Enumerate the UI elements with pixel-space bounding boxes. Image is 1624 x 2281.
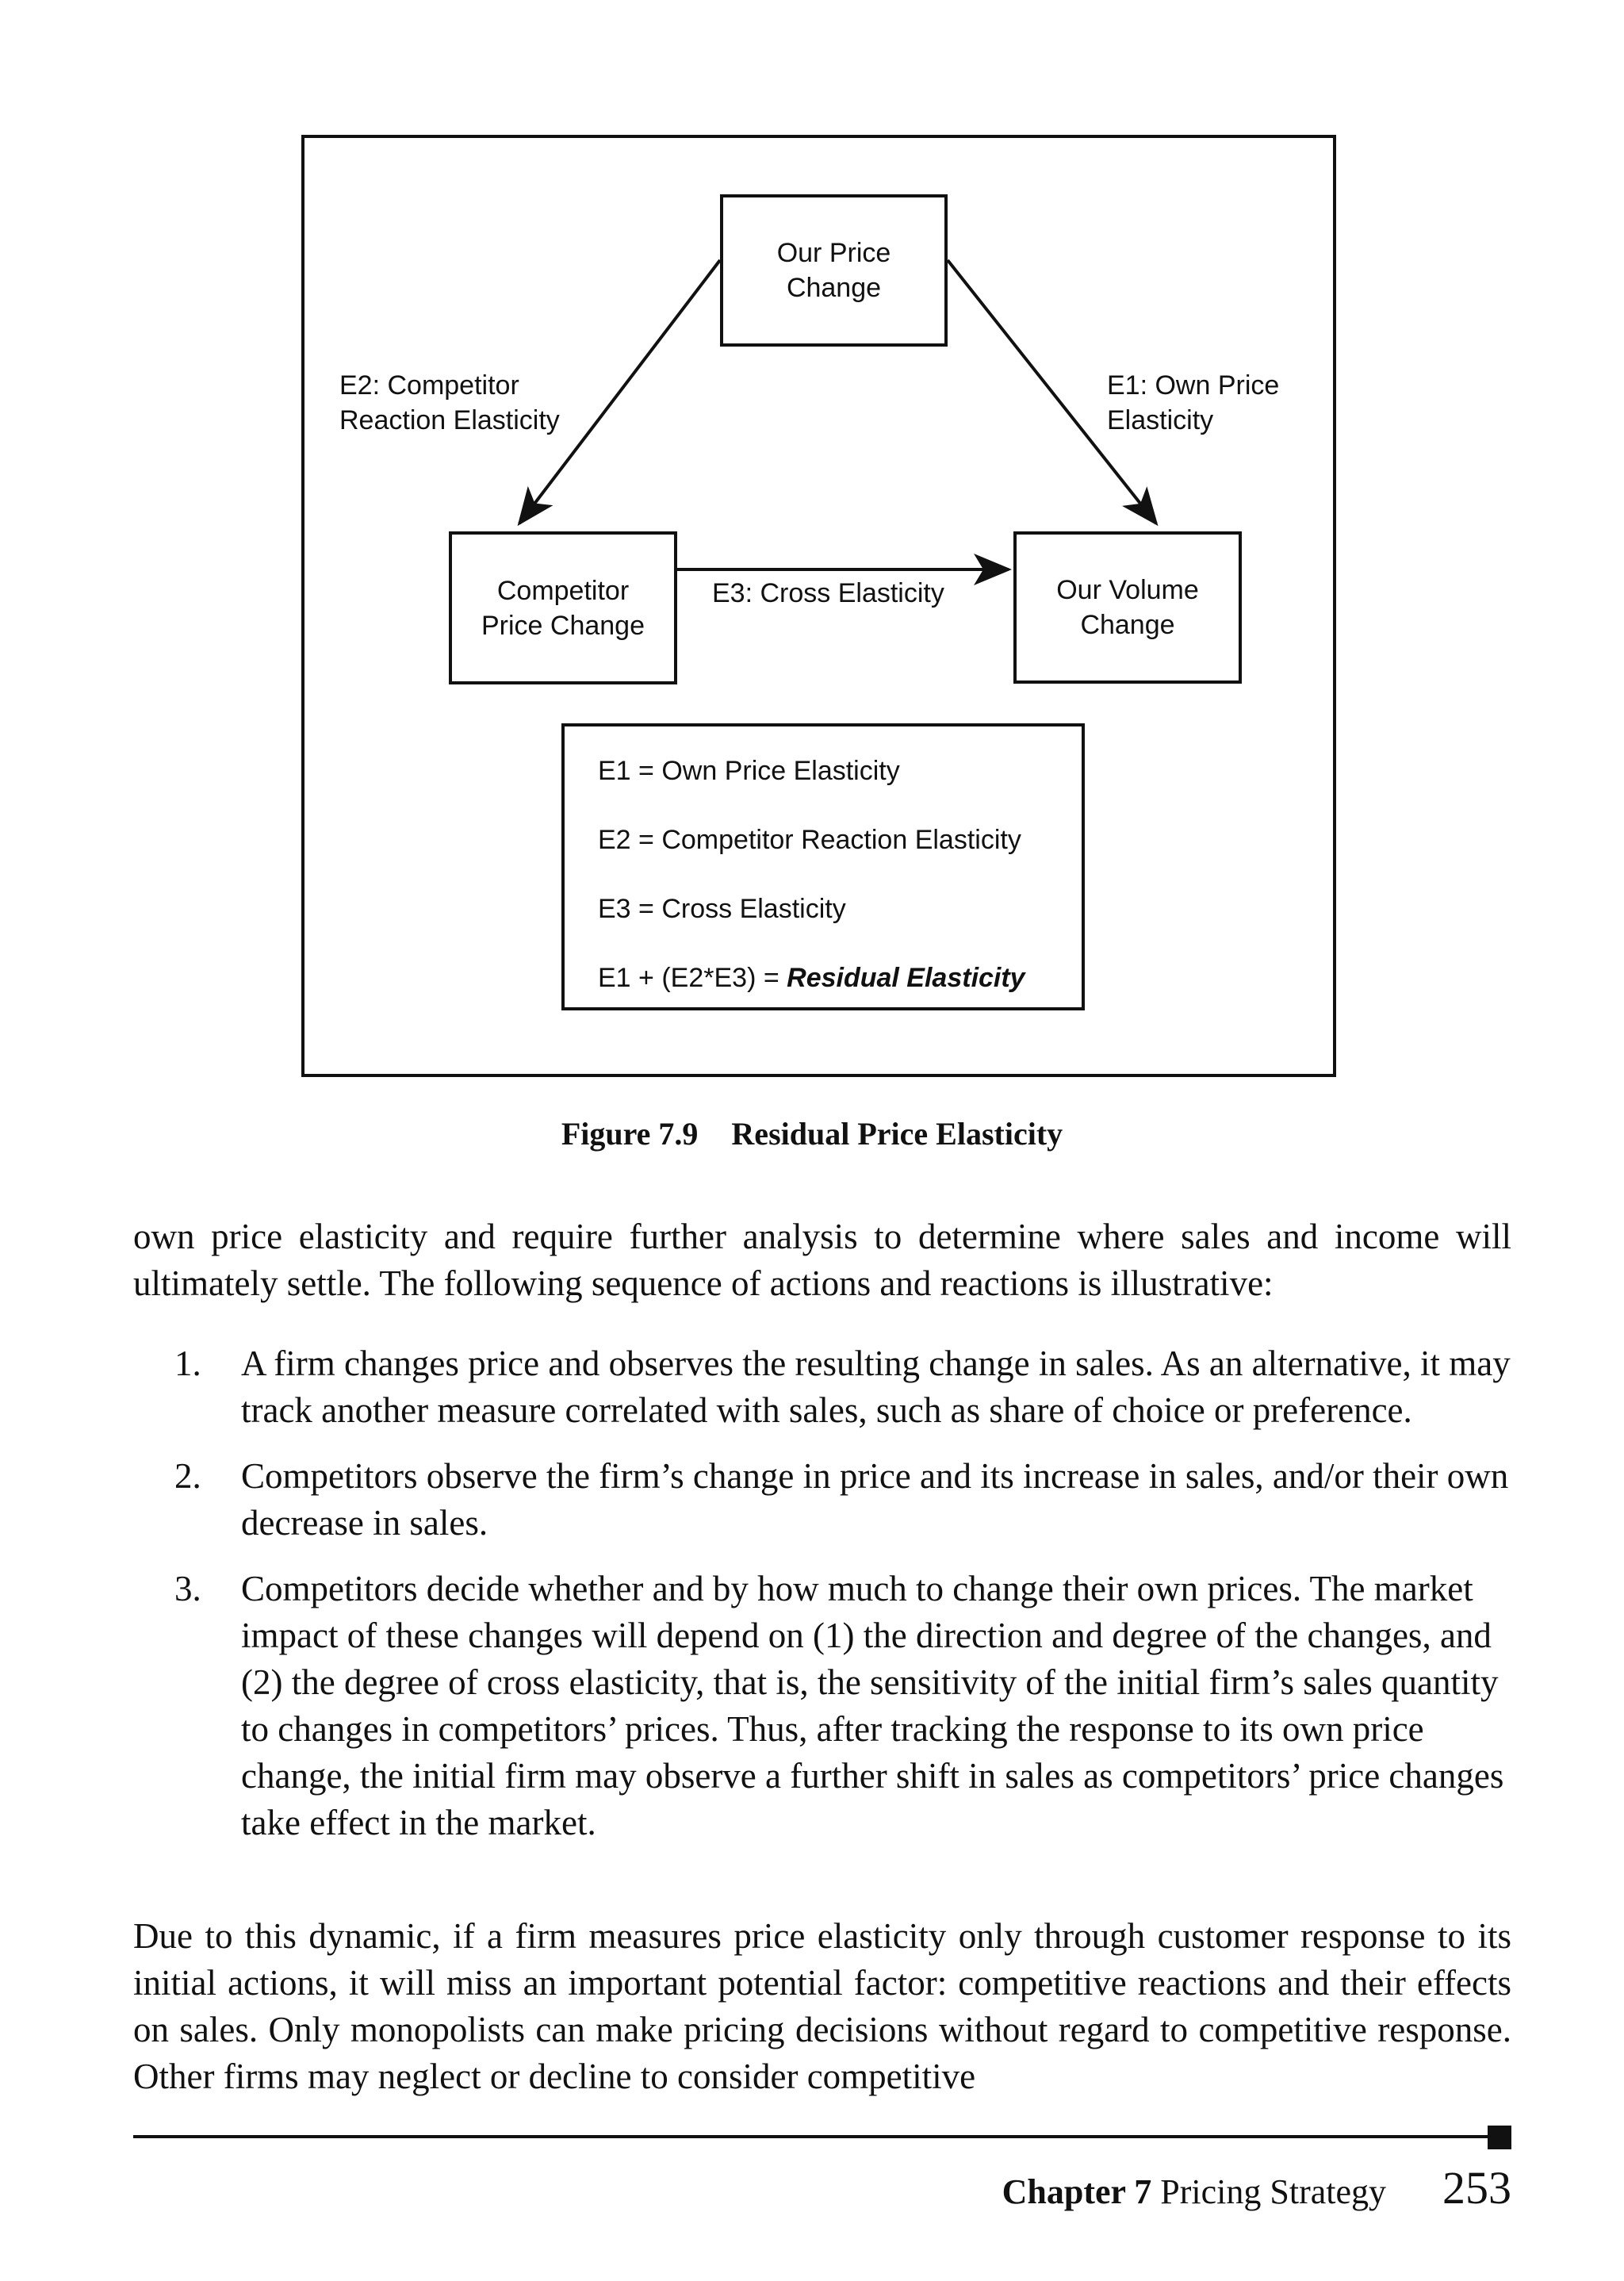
legend-box: E1 = Own Price Elasticity E2 = Competito… — [561, 723, 1085, 1010]
list-text: Competitors observe the firm’s change in… — [241, 1456, 1509, 1543]
edge-label-e2: E2: Competitor Reaction Elasticity — [339, 370, 560, 435]
legend-formula: E1 + (E2*E3) = — [598, 963, 787, 993]
running-footer: Chapter 7 Pricing Strategy 253 — [1002, 2164, 1511, 2217]
arrow-e1 — [946, 259, 1159, 527]
footer-chapter: Chapter 7 — [1002, 2172, 1152, 2211]
list-item: 1. A firm changes price and observes the… — [133, 1340, 1511, 1434]
node-competitor-price-change-label: Competitor Price Change — [481, 575, 645, 641]
figure-number: Figure 7.9 — [561, 1116, 699, 1152]
list-text: Competitors decide whether and by how mu… — [241, 1569, 1504, 1842]
legend-line-e3: E3 = Cross Elasticity — [598, 894, 846, 924]
legend-line-e1: E1 = Own Price Elasticity — [598, 756, 900, 786]
legend-line-residual: E1 + (E2*E3) = Residual Elasticity — [598, 960, 1082, 995]
list-item: 3. Competitors decide whether and by how… — [133, 1566, 1511, 1846]
edge-label-e1: E1: Own Price Elasticity — [1107, 370, 1280, 435]
list-text: A firm changes price and observes the re… — [241, 1344, 1511, 1430]
node-our-price-change: Our Price Change — [720, 194, 948, 347]
diagram-frame — [301, 135, 1336, 1077]
footer-rule — [133, 2135, 1511, 2138]
page-number: 253 — [1442, 2162, 1511, 2214]
edge-label-e3: E3: Cross Elasticity — [712, 578, 944, 608]
list-item: 2. Competitors observe the firm’s change… — [133, 1453, 1511, 1547]
legend-residual-term: Residual Elasticity — [787, 963, 1025, 993]
paragraph-intro: own price elasticity and require further… — [133, 1217, 1511, 1303]
diagram-arrows — [517, 259, 1159, 585]
list-number: 3. — [174, 1569, 201, 1608]
figure-caption: Figure 7.9 Residual Price Elasticity — [0, 1112, 1624, 1156]
figure-title: Residual Price Elasticity — [731, 1116, 1063, 1152]
list-number: 2. — [174, 1456, 201, 1496]
numbered-list: 1. A firm changes price and observes the… — [133, 1340, 1511, 1865]
legend-line-e2: E2 = Competitor Reaction Elasticity — [598, 825, 1021, 855]
footer-chapter-title: Pricing Strategy — [1160, 2172, 1386, 2211]
node-our-volume-change-label: Our Volume Change — [1056, 575, 1199, 640]
node-our-price-change-label: Our Price Change — [776, 238, 891, 303]
arrow-e2 — [517, 259, 722, 527]
paragraph-dynamic: Due to this dynamic, if a firm measures … — [133, 1916, 1511, 2096]
node-our-volume-change: Our Volume Change — [1013, 531, 1242, 684]
node-competitor-price-change: Competitor Price Change — [449, 531, 677, 684]
list-number: 1. — [174, 1344, 201, 1383]
footer-rule-square — [1488, 2126, 1511, 2149]
